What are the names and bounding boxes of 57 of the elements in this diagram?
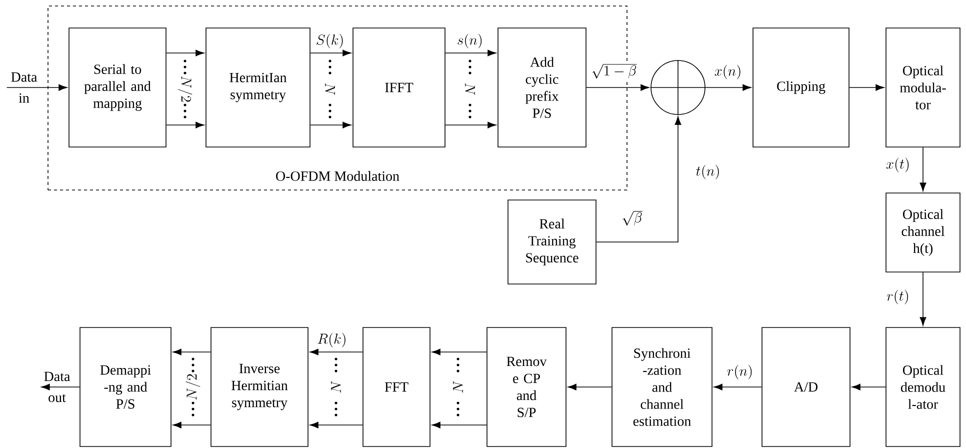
process-box: Optical demodu l-ator bbox=[886, 327, 960, 447]
io-label: Data out bbox=[44, 372, 70, 402]
process-box: A/D bbox=[762, 327, 850, 447]
arrow bbox=[432, 422, 487, 428]
edge-label: $r(t)$ bbox=[886, 288, 910, 306]
process-box: Optical channel h(t) bbox=[886, 192, 960, 272]
process-box: Synchroni -zation and channel estimation bbox=[612, 327, 712, 447]
arrow bbox=[172, 348, 211, 356]
process-box: FFT bbox=[362, 327, 430, 447]
arrow bbox=[310, 50, 352, 56]
process-box: Demappi -ng and P/S bbox=[80, 327, 172, 447]
arrow bbox=[310, 122, 352, 128]
process-box: Optical modula- tor bbox=[886, 28, 960, 148]
process-box: HermitIan symmetry bbox=[206, 28, 310, 148]
edge-label: $R(k)$ bbox=[316, 332, 348, 348]
signal-count-label: $N/2$ bbox=[176, 74, 194, 104]
edge-label: $t(n)$ bbox=[694, 164, 722, 180]
arrow bbox=[166, 50, 204, 56]
io-label: Data in bbox=[11, 72, 38, 103]
arrow bbox=[445, 50, 496, 56]
edge-label: $\sqrt{1-\beta}$ bbox=[590, 62, 638, 80]
signal-count-label: $\sqrt{\beta}$ bbox=[620, 210, 644, 226]
arrow bbox=[586, 84, 650, 91]
arrow bbox=[849, 84, 884, 91]
arrow bbox=[41, 384, 80, 390]
signal-count-label: $N$ bbox=[324, 82, 336, 96]
edge-label: $r(n)$ bbox=[726, 364, 754, 380]
arrow bbox=[310, 422, 363, 428]
process-box: Serial to parallel and mapping bbox=[68, 28, 166, 148]
process-box: Inverse Hermitian symmetry bbox=[210, 327, 308, 447]
process-box: Real Training Sequence bbox=[508, 200, 596, 284]
signal-count-label: $N$ bbox=[452, 380, 464, 394]
process-box: Add cyclic prefix P/S bbox=[498, 28, 586, 148]
arrow bbox=[920, 147, 926, 192]
signal-count-label: $N$ bbox=[464, 82, 476, 96]
process-box: IFFT bbox=[352, 28, 446, 148]
signal-count-label: $N/2$ bbox=[184, 372, 202, 402]
arrow bbox=[445, 122, 496, 128]
arrow bbox=[596, 116, 682, 242]
arrow bbox=[705, 84, 752, 91]
edge-label: $s(n)$ bbox=[456, 32, 484, 50]
process-box: Remov e CP and S/P bbox=[486, 327, 566, 447]
arrow bbox=[172, 422, 211, 428]
adder-symbol bbox=[650, 60, 706, 116]
process-box: Clipping bbox=[752, 28, 850, 148]
arrow bbox=[568, 384, 612, 390]
edge-label: $x(t)$ bbox=[884, 156, 912, 174]
arrow bbox=[852, 384, 886, 390]
arrow bbox=[432, 348, 487, 356]
arrow bbox=[166, 122, 204, 128]
edge-label: $x(n)$ bbox=[713, 64, 743, 80]
arrow bbox=[714, 384, 762, 390]
arrow bbox=[310, 348, 363, 356]
edge-label: $S(k)$ bbox=[314, 32, 346, 50]
arrow bbox=[6, 84, 68, 91]
arrow bbox=[920, 272, 926, 326]
signal-count-label: $N$ bbox=[330, 380, 342, 394]
